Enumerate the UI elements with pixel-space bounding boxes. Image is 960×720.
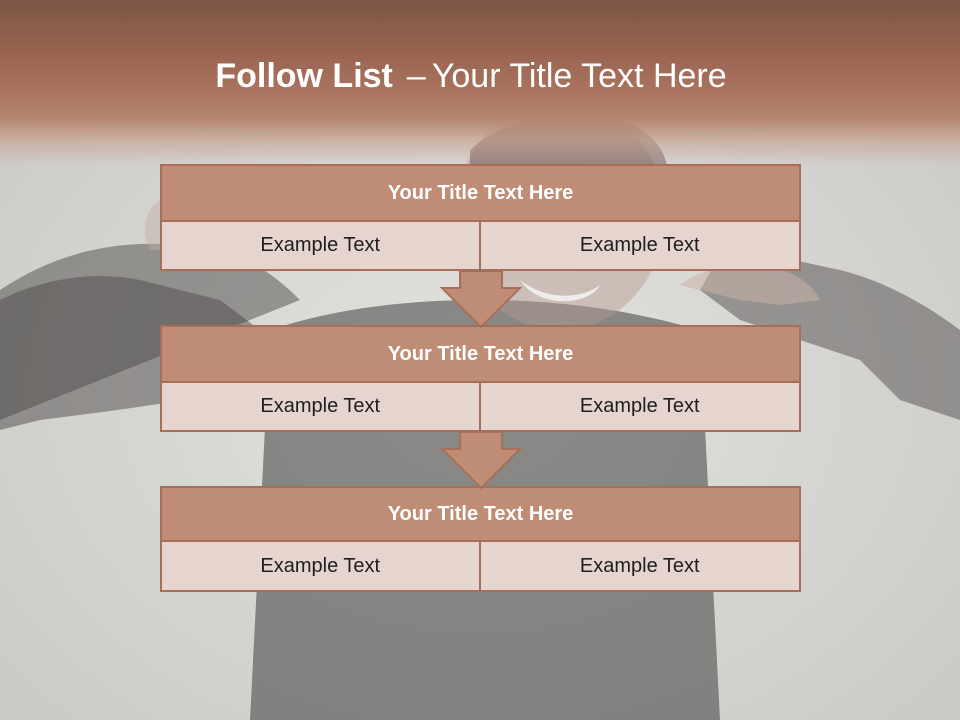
slide-title-bold: Follow List bbox=[215, 57, 393, 95]
step-cell-left: Example Text bbox=[160, 542, 481, 592]
step-cell-right: Example Text bbox=[480, 222, 801, 271]
step-cell-left: Example Text bbox=[160, 383, 481, 432]
step-row: Example Text Example Text bbox=[160, 383, 801, 432]
slide-title-rest: Your Title Text Here bbox=[431, 57, 727, 95]
step-title: Your Title Text Here bbox=[160, 325, 801, 383]
step-title: Your Title Text Here bbox=[160, 164, 801, 222]
step-cell-right: Example Text bbox=[480, 383, 801, 432]
step-cell-left: Example Text bbox=[160, 222, 481, 271]
down-arrow-icon bbox=[440, 270, 522, 329]
slide-title: Follow List–Your Title Text Here bbox=[0, 52, 942, 100]
header-band bbox=[0, 0, 960, 165]
step-title: Your Title Text Here bbox=[160, 486, 801, 542]
flow-step-2: Your Title Text Here Example Text Exampl… bbox=[160, 325, 801, 432]
slide-title-dash: – bbox=[406, 57, 426, 95]
step-row: Example Text Example Text bbox=[160, 222, 801, 271]
step-cell-right: Example Text bbox=[480, 542, 801, 592]
down-arrow-icon bbox=[440, 431, 522, 490]
flow-step-3: Your Title Text Here Example Text Exampl… bbox=[160, 486, 801, 592]
flow-step-1: Your Title Text Here Example Text Exampl… bbox=[160, 164, 801, 271]
step-row: Example Text Example Text bbox=[160, 542, 801, 592]
